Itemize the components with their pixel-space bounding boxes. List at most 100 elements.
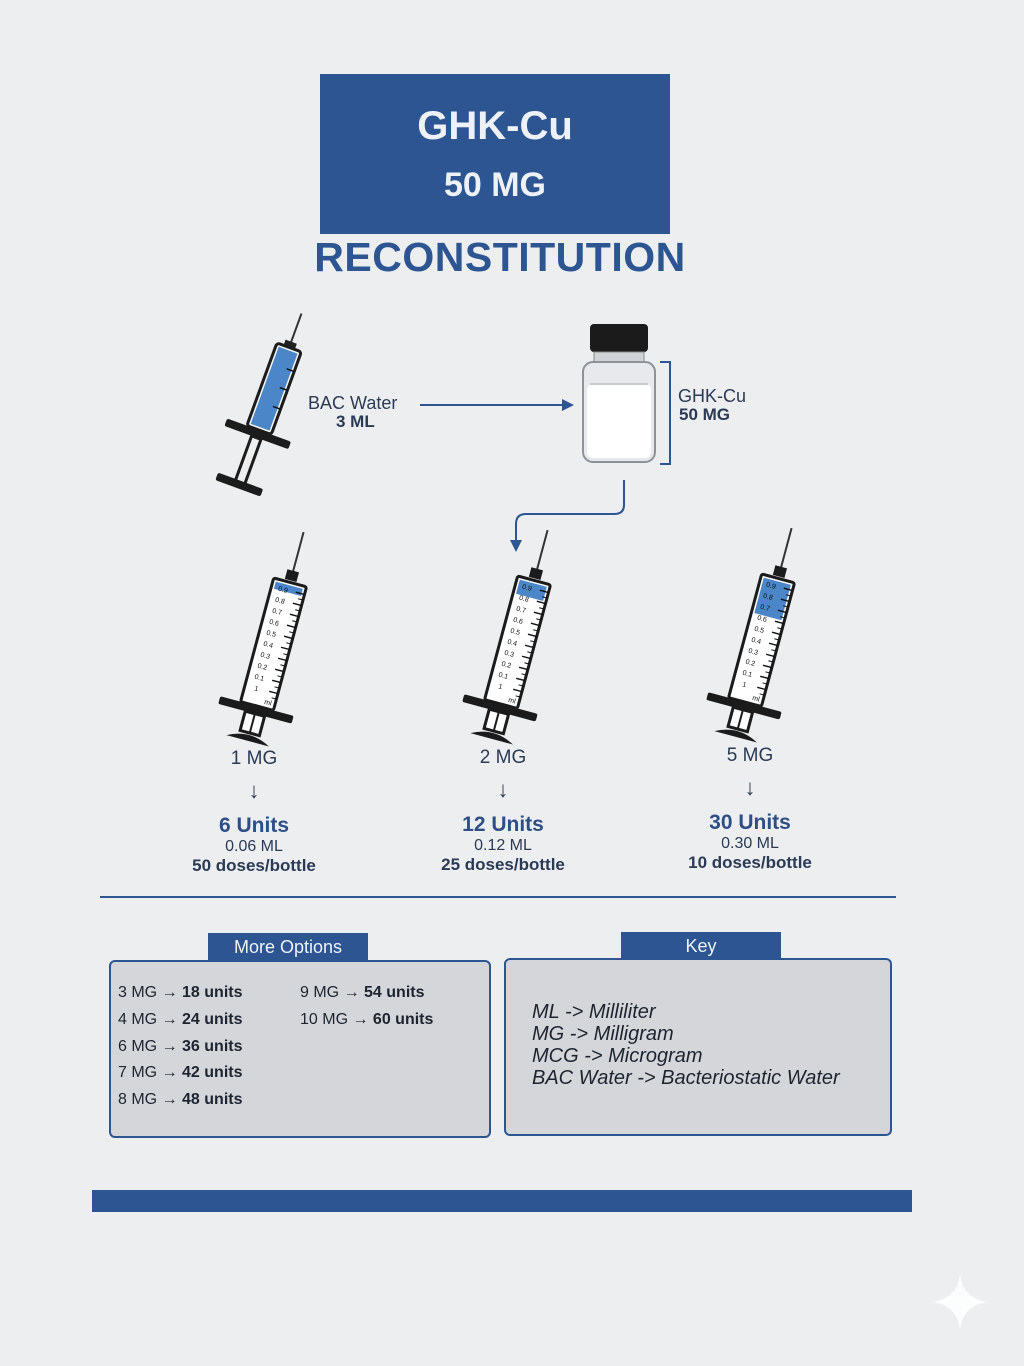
scale-label: 0.3 [748, 648, 759, 657]
scale-tick [274, 668, 284, 673]
scale-minor-tick [542, 596, 548, 599]
scale-tick [521, 655, 531, 660]
needle [535, 529, 549, 571]
scale-minor-tick [768, 660, 774, 663]
scale-label: 1 [741, 681, 747, 689]
option-item: 10 MG → 60 units [300, 1011, 434, 1028]
scale-tick [765, 653, 775, 658]
right-arrow-icon: → [161, 984, 178, 1001]
scale-tick [768, 642, 778, 647]
finger-flange [706, 692, 782, 720]
title-box: GHK-Cu 50 MG [320, 74, 670, 234]
scale-minor-tick [530, 640, 536, 643]
scale-tick [280, 646, 290, 651]
dose-column: 1 MG ↓ 6 Units 0.06 ML 50 doses/bottle [134, 748, 374, 876]
plunger-rib [736, 709, 744, 730]
scale-label: 1 [497, 683, 503, 691]
liquid-fill [273, 581, 303, 596]
option-item: 9 MG → 54 units [300, 984, 425, 1001]
scale-minor-tick [527, 651, 533, 654]
needle-hub [772, 565, 788, 579]
right-arrow-icon: → [161, 1011, 178, 1028]
dose-mg: 2 MG [479, 747, 527, 768]
option-item: 6 MG → 36 units [118, 1038, 243, 1055]
scale-minor-tick [777, 627, 783, 630]
needle [291, 531, 305, 573]
vial-label: GHK-Cu [678, 386, 747, 406]
scale-tick [295, 591, 305, 596]
liquid-fill [516, 579, 547, 602]
scale-label: 0.8 [762, 593, 773, 602]
scale-minor-tick [762, 682, 768, 685]
title-amount: 50 MG [443, 166, 547, 204]
scale-label: 0.6 [268, 619, 279, 628]
plunger-thumb [226, 733, 269, 747]
scale-label: 0.2 [257, 663, 268, 672]
dose-bottle: 25 doses/bottle [441, 855, 565, 874]
dose-column: 2 MG ↓ 12 Units 0.12 ML 25 doses/bottle [383, 747, 623, 875]
scale-label: 0.8 [518, 595, 529, 604]
scale-tick [539, 589, 549, 594]
scale-label: 0.7 [271, 608, 282, 617]
scale-label: 0.6 [756, 615, 767, 624]
scale-label: 0.4 [262, 641, 273, 650]
scale-tick [283, 635, 293, 640]
scale-tick [774, 620, 784, 625]
vial-amount: 50 MG [679, 405, 731, 424]
scale-tick [533, 611, 543, 616]
barrel [239, 576, 308, 712]
scale-label: 0.1 [254, 674, 265, 683]
sparkle-icon [932, 1274, 988, 1330]
finger-flange [462, 694, 538, 722]
down-arrow-icon: ↓ [744, 775, 756, 800]
scale-tick [757, 686, 767, 691]
option-item: 3 MG → 18 units [118, 984, 243, 1001]
scale-unit: ml [751, 695, 760, 704]
dose-units: 30 Units [709, 811, 791, 834]
scale-minor-tick [274, 686, 280, 689]
dose-mg: 5 MG [726, 745, 774, 766]
bac-water-syringe-icon [215, 313, 303, 496]
key-item: MG -> Milligram [532, 1023, 674, 1045]
option-item: 7 MG → 42 units [118, 1064, 243, 1081]
vial-icon [582, 324, 656, 463]
option-item: 4 MG → 24 units [118, 1011, 243, 1028]
scale-tick [777, 609, 787, 614]
key-tab: Key [621, 932, 781, 960]
scale-tick [269, 690, 279, 695]
plunger-thumb [470, 731, 513, 745]
scale-tick [536, 600, 546, 605]
scale-label: 0.1 [742, 670, 753, 679]
down-arrow-icon: ↓ [497, 777, 509, 802]
dose-column: 5 MG ↓ 30 Units 0.30 ML 10 doses/bottle [630, 745, 870, 873]
scale-tick [515, 677, 526, 682]
dose-bottle: 10 doses/bottle [688, 853, 812, 872]
scale-minor-tick [292, 620, 298, 623]
scale-tick [518, 666, 528, 671]
scale-tick [292, 602, 302, 607]
dose-bottle: 50 doses/bottle [192, 856, 316, 875]
down-arrow-icon: ↓ [248, 778, 260, 803]
scale-minor-tick [759, 693, 765, 696]
scale-minor-tick [780, 616, 786, 619]
key-item: BAC Water -> Bacteriostatic Water [532, 1067, 840, 1089]
scale-tick [783, 587, 793, 592]
plunger-rib [248, 713, 256, 734]
needle-hub [284, 569, 300, 583]
right-arrow-icon: → [161, 1091, 178, 1108]
scale-minor-tick [283, 653, 289, 656]
more-options-panel [109, 960, 491, 1138]
scale-tick [771, 631, 781, 636]
dose-ml: 0.06 ML [225, 838, 283, 855]
scale-minor-tick [277, 675, 283, 678]
scale-tick [759, 675, 770, 680]
option-item: 8 MG → 48 units [118, 1091, 243, 1108]
scale-label: 0.8 [274, 597, 285, 606]
scale-label: 0.9 [521, 584, 532, 593]
scale-minor-tick [774, 638, 780, 641]
scale-minor-tick [536, 618, 542, 621]
scale-tick [513, 688, 523, 693]
scale-unit: ml [507, 697, 516, 706]
scale-tick [524, 644, 534, 649]
